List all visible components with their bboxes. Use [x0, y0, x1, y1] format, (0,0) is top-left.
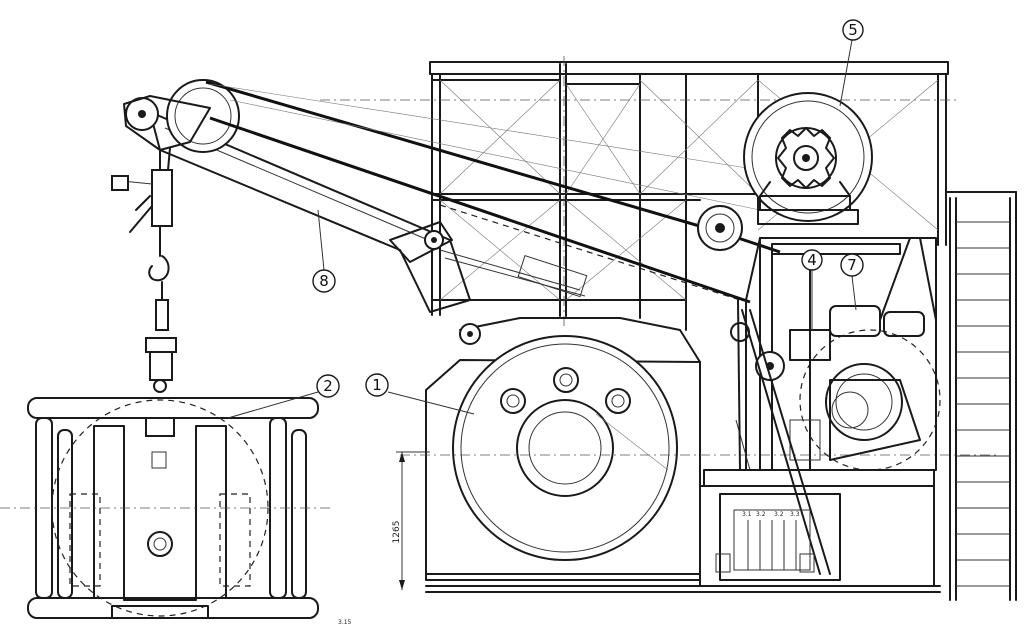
side-staircase: [945, 191, 1017, 601]
cabin-housing: [320, 56, 960, 331]
panel-label: 3.3: [790, 511, 800, 518]
winch-drum: [400, 317, 1000, 581]
callout-label: 2: [323, 377, 333, 395]
callout-label: 8: [319, 272, 329, 290]
callout-4: 4: [801, 249, 823, 330]
dimension-label: 1265: [392, 521, 402, 544]
lower-frame: [425, 469, 941, 593]
callout-label: 4: [807, 251, 817, 269]
drawing-number: 3.15: [338, 619, 352, 626]
gearbox-drive: [735, 237, 941, 575]
panel-label: 3.2: [774, 511, 784, 518]
callout-label: 7: [847, 256, 857, 274]
callout-label: 1: [372, 376, 382, 394]
callout-5: 5: [839, 19, 864, 107]
callout-8: 8: [312, 209, 336, 293]
guide-sheave: [424, 205, 743, 251]
panel-label: 3.1: [742, 511, 752, 518]
callout-2: 2: [227, 374, 340, 419]
height-dimension: 1265: [392, 451, 430, 590]
callout-label: 5: [848, 21, 858, 39]
callout-7: 7: [840, 253, 864, 311]
hoist-cable: [205, 80, 781, 304]
load-basket: [0, 397, 330, 619]
jib-tip-sheave: [123, 79, 240, 171]
panel-label: 3.2: [756, 511, 766, 518]
control-panel-labels: 3.1 3.2 3.2 3.3: [742, 511, 800, 518]
hook-block: [111, 169, 177, 393]
motor-assembly: [743, 92, 873, 225]
callout-1: 1: [365, 373, 475, 415]
